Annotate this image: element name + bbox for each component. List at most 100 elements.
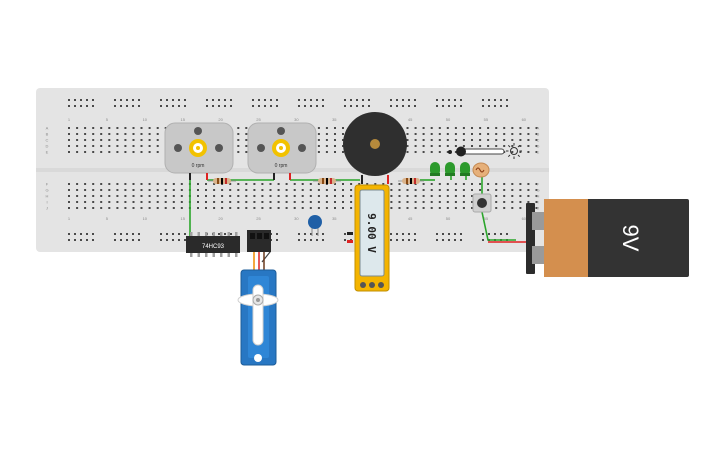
- breadboard-hole[interactable]: [218, 99, 220, 101]
- breadboard-hole[interactable]: [116, 151, 119, 153]
- breadboard-hole[interactable]: [402, 233, 404, 235]
- breadboard-hole[interactable]: [438, 201, 441, 203]
- breadboard-hole[interactable]: [164, 189, 167, 191]
- breadboard-hole[interactable]: [92, 105, 94, 107]
- breadboard-hole[interactable]: [92, 99, 94, 101]
- breadboard-hole[interactable]: [495, 201, 498, 203]
- breadboard-hole[interactable]: [495, 145, 498, 147]
- breadboard-hole[interactable]: [205, 195, 207, 197]
- breadboard-hole[interactable]: [245, 133, 248, 135]
- breadboard-hole[interactable]: [325, 133, 328, 135]
- breadboard-hole[interactable]: [245, 183, 248, 185]
- breadboard-hole[interactable]: [100, 139, 103, 141]
- breadboard-hole[interactable]: [100, 127, 103, 129]
- breadboard-hole[interactable]: [462, 183, 465, 185]
- breadboard-hole[interactable]: [84, 189, 87, 191]
- breadboard-hole[interactable]: [148, 151, 151, 153]
- breadboard-hole[interactable]: [76, 145, 79, 147]
- breadboard-hole[interactable]: [245, 195, 248, 197]
- breadboard-hole[interactable]: [84, 195, 87, 197]
- breadboard-hole[interactable]: [325, 195, 328, 197]
- breadboard-hole[interactable]: [86, 233, 88, 235]
- breadboard-hole[interactable]: [76, 151, 79, 153]
- ceramic-capacitor[interactable]: [308, 215, 322, 236]
- breadboard-hole[interactable]: [76, 201, 79, 203]
- breadboard-hole[interactable]: [414, 99, 416, 101]
- breadboard-hole[interactable]: [124, 195, 127, 197]
- breadboard-hole[interactable]: [76, 207, 79, 209]
- breadboard-hole[interactable]: [126, 239, 128, 241]
- breadboard-hole[interactable]: [76, 189, 79, 191]
- breadboard-hole[interactable]: [482, 239, 484, 241]
- breadboard-hole[interactable]: [120, 239, 122, 241]
- breadboard-hole[interactable]: [172, 189, 175, 191]
- breadboard-hole[interactable]: [398, 189, 401, 191]
- breadboard-hole[interactable]: [293, 189, 296, 191]
- breadboard-hole[interactable]: [212, 105, 214, 107]
- breadboard-hole[interactable]: [84, 207, 87, 209]
- breadboard-hole[interactable]: [221, 207, 224, 209]
- breadboard-hole[interactable]: [68, 151, 70, 153]
- breadboard-hole[interactable]: [390, 183, 393, 185]
- ic-pin[interactable]: [197, 232, 201, 236]
- breadboard-hole[interactable]: [454, 233, 456, 235]
- breadboard-hole[interactable]: [124, 151, 127, 153]
- breadboard-hole[interactable]: [309, 201, 312, 203]
- breadboard-hole[interactable]: [270, 99, 272, 101]
- breadboard-hole[interactable]: [402, 99, 404, 101]
- breadboard-hole[interactable]: [184, 105, 186, 107]
- breadboard-hole[interactable]: [124, 189, 127, 191]
- breadboard-hole[interactable]: [500, 105, 502, 107]
- breadboard-hole[interactable]: [471, 145, 473, 147]
- breadboard-hole[interactable]: [116, 127, 119, 129]
- breadboard-hole[interactable]: [140, 145, 143, 147]
- breadboard-hole[interactable]: [342, 133, 344, 135]
- resistor[interactable]: [313, 178, 341, 184]
- breadboard-hole[interactable]: [479, 133, 482, 135]
- breadboard-hole[interactable]: [325, 127, 328, 129]
- breadboard-hole[interactable]: [301, 183, 304, 185]
- breadboard-hole[interactable]: [132, 183, 135, 185]
- breadboard-hole[interactable]: [309, 189, 312, 191]
- breadboard-hole[interactable]: [368, 99, 370, 101]
- breadboard-hole[interactable]: [462, 145, 465, 147]
- breadboard-hole[interactable]: [277, 183, 280, 185]
- breadboard-hole[interactable]: [156, 183, 159, 185]
- breadboard-hole[interactable]: [356, 99, 358, 101]
- breadboard-hole[interactable]: [156, 201, 159, 203]
- breadboard-hole[interactable]: [511, 183, 514, 185]
- breadboard-hole[interactable]: [422, 201, 425, 203]
- breadboard-hole[interactable]: [471, 183, 473, 185]
- ic-pin[interactable]: [190, 253, 193, 257]
- resistor[interactable]: [208, 178, 236, 184]
- breadboard-hole[interactable]: [148, 183, 151, 185]
- breadboard-hole[interactable]: [229, 201, 232, 203]
- breadboard-hole[interactable]: [221, 195, 224, 197]
- breadboard-hole[interactable]: [495, 139, 498, 141]
- breadboard-hole[interactable]: [197, 207, 199, 209]
- breadboard-hole[interactable]: [126, 233, 128, 235]
- breadboard-hole[interactable]: [205, 189, 207, 191]
- breadboard-hole[interactable]: [535, 127, 538, 129]
- breadboard-hole[interactable]: [454, 183, 457, 185]
- breadboard-hole[interactable]: [390, 189, 393, 191]
- breadboard-hole[interactable]: [237, 195, 240, 197]
- breadboard-hole[interactable]: [224, 99, 226, 101]
- breadboard-hole[interactable]: [166, 99, 168, 101]
- breadboard-hole[interactable]: [245, 145, 248, 147]
- breadboard-hole[interactable]: [261, 207, 264, 209]
- breadboard-hole[interactable]: [511, 189, 514, 191]
- breadboard-hole[interactable]: [527, 145, 530, 147]
- breadboard-hole[interactable]: [422, 139, 425, 141]
- breadboard-hole[interactable]: [527, 201, 530, 203]
- breadboard-hole[interactable]: [84, 201, 87, 203]
- breadboard-hole[interactable]: [261, 201, 264, 203]
- breadboard-hole[interactable]: [535, 139, 538, 141]
- breadboard-hole[interactable]: [74, 239, 76, 241]
- breadboard-hole[interactable]: [406, 189, 409, 191]
- breadboard-hole[interactable]: [108, 145, 111, 147]
- breadboard-hole[interactable]: [277, 207, 280, 209]
- breadboard-hole[interactable]: [382, 183, 385, 185]
- breadboard-hole[interactable]: [414, 133, 417, 135]
- breadboard-hole[interactable]: [471, 133, 473, 135]
